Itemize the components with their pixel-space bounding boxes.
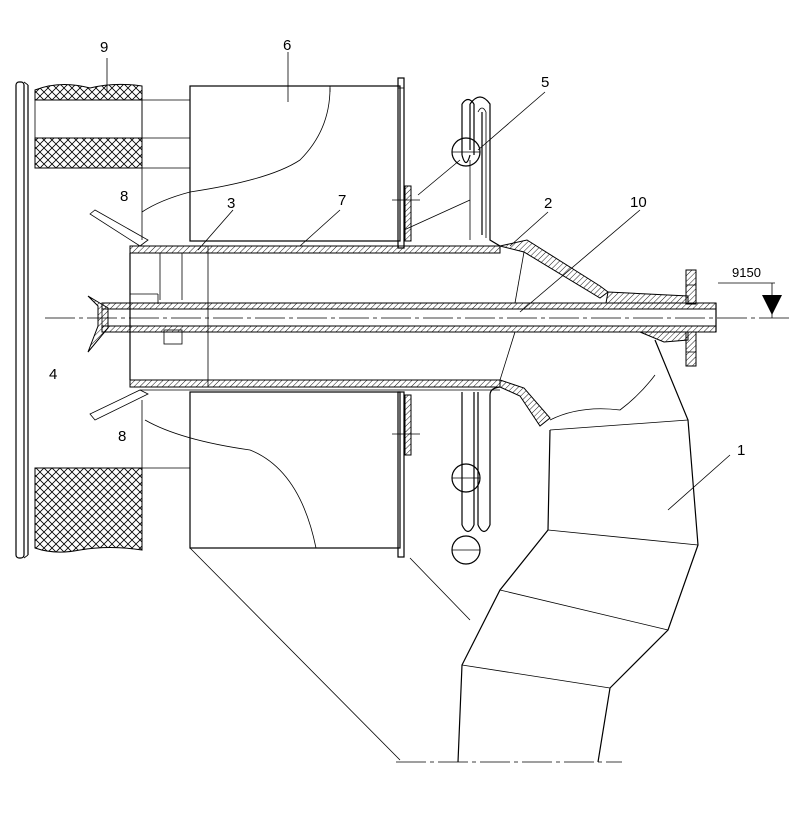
callout-9: 9 xyxy=(100,39,108,56)
callout-10: 10 xyxy=(630,194,647,211)
callout-5: 5 xyxy=(541,74,549,91)
flange-plates xyxy=(392,185,420,456)
elevation-mark: 9150 xyxy=(718,265,782,318)
callout-7: 7 xyxy=(338,192,346,209)
cone-section xyxy=(499,239,689,427)
furnace-wall xyxy=(15,81,29,559)
coil-pipe xyxy=(403,96,501,565)
air-box xyxy=(189,77,405,558)
callout-3: 3 xyxy=(227,195,235,212)
main-pipe xyxy=(129,245,501,388)
callout-6: 6 xyxy=(283,37,291,54)
leader-lines xyxy=(106,52,731,511)
central-lance xyxy=(87,295,717,353)
callout-8-upper: 8 xyxy=(120,188,128,205)
wall-lines xyxy=(141,86,331,550)
callout-4: 4 xyxy=(49,366,57,383)
elevation-label: 9150 xyxy=(732,265,761,280)
callout-8-lower: 8 xyxy=(118,428,126,445)
callout-1: 1 xyxy=(737,442,745,459)
callout-2: 2 xyxy=(544,195,552,212)
nozzles xyxy=(89,209,500,421)
end-flange xyxy=(685,269,697,367)
callouts: 1 2 3 4 5 6 7 8 8 9 10 xyxy=(49,37,745,459)
elbow-duct xyxy=(189,339,699,763)
